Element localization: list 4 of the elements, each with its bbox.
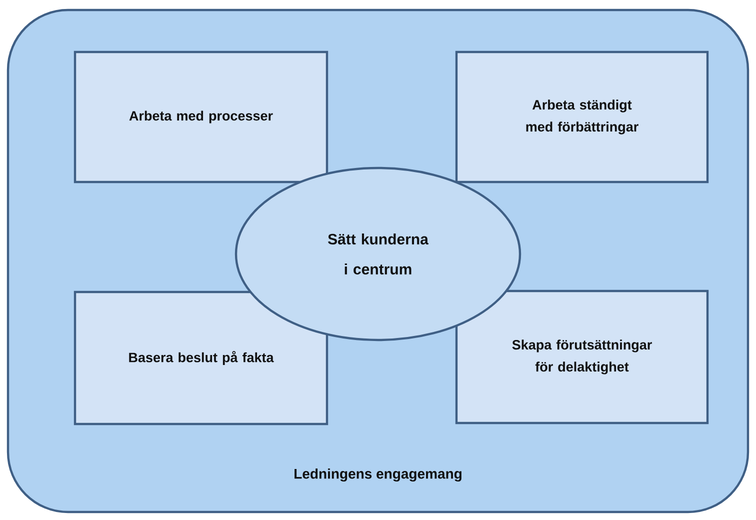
principle-box: Arbeta med processer	[74, 50, 328, 184]
principle-box: Skapa förutsättningar för delaktighet	[455, 290, 709, 424]
principle-box: Arbeta ständigt med förbättringar	[455, 50, 709, 184]
principle-box: Basera beslut på fakta	[74, 290, 328, 426]
